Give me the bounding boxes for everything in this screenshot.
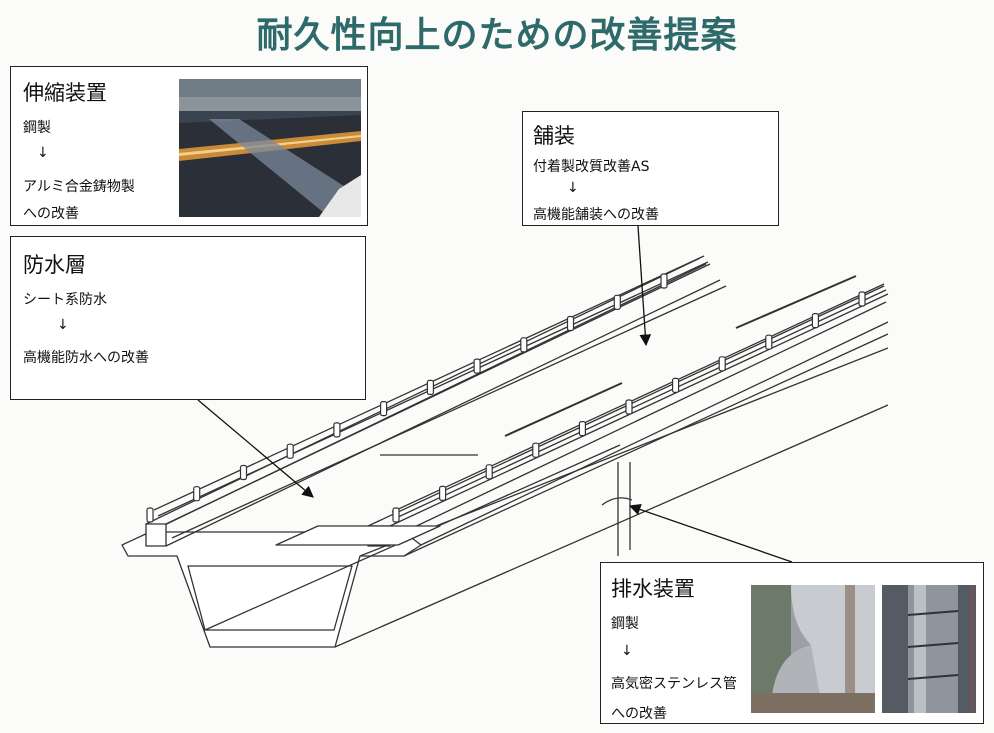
callout-arrow-line: ↓ <box>621 643 633 659</box>
callout-line: 高機能防水への改善 <box>23 350 149 366</box>
web-top-edge <box>359 347 889 557</box>
railing-post <box>239 464 248 481</box>
drain-pipe-bend <box>601 497 633 506</box>
railing-post <box>765 334 773 350</box>
expansion-joint-plate <box>275 525 441 546</box>
railing-post <box>671 377 680 393</box>
pavement-arrow <box>637 225 652 347</box>
deck-underside-edge <box>403 333 889 557</box>
railing-post <box>380 401 388 417</box>
railing-posts <box>146 273 866 523</box>
callout-heading: 舗装 <box>533 124 575 148</box>
railing-post <box>146 507 154 523</box>
callout-heading: 排水装置 <box>611 577 695 601</box>
railing-post <box>426 379 434 395</box>
callout-line: 付着製改質改善AS <box>533 159 650 175</box>
callout-line: への改善 <box>611 706 667 722</box>
callout-arrow-line: ↓ <box>567 180 579 196</box>
railing-post <box>625 399 633 415</box>
lane-marking-1 <box>504 382 623 437</box>
callout-line: 高機能舗装への改善 <box>533 207 659 223</box>
callout-line: 鋼製 <box>23 120 51 136</box>
bridge-structure <box>121 255 889 648</box>
railing-post <box>578 421 587 437</box>
web-bottom-edge <box>334 404 889 648</box>
callout-line: 高気密ステンレス管 <box>611 676 737 692</box>
drainage-arrow <box>628 503 793 563</box>
left-barrier-base <box>145 257 701 525</box>
railing-post <box>392 507 400 523</box>
railing-post <box>485 464 493 480</box>
callout-expansion-joint: 伸縮装置 鋼製 ↓ アルミ合金鋳物製 への改善 <box>10 66 368 226</box>
railing-post <box>473 358 481 374</box>
mid-rail-top <box>391 283 885 513</box>
callout-line: への改善 <box>23 206 79 222</box>
railing-post <box>520 337 528 353</box>
callout-arrow-line: ↓ <box>37 145 49 161</box>
lane-marking-2 <box>735 275 857 329</box>
railing-post <box>613 294 621 310</box>
callout-drainage: 排水装置 鋼製 ↓ 高気密ステンレス管 への改善 <box>600 562 984 724</box>
railing-post <box>532 442 540 458</box>
mid-rail-bottom <box>395 289 887 519</box>
railing-post <box>286 443 294 459</box>
railing-post <box>718 356 726 372</box>
railing-post <box>193 486 201 502</box>
deck-top-right-edge <box>403 301 887 533</box>
railing-post <box>811 313 820 329</box>
deck-side-edge <box>420 321 889 546</box>
callout-heading: 伸縮装置 <box>23 81 107 105</box>
railing-post <box>439 485 447 501</box>
waterproof-arrow <box>197 399 314 498</box>
left-parapet-block <box>145 523 167 547</box>
expansion-joint-photo <box>179 79 361 217</box>
drainage-photo-2 <box>882 585 976 713</box>
railing-post <box>858 291 866 307</box>
drainage-photo-1 <box>751 585 875 713</box>
callout-pavement: 舗装 付着製改質改善AS ↓ 高機能舗装への改善 <box>522 111 779 226</box>
callout-line: 鋼製 <box>611 616 639 632</box>
left-curb-line <box>165 279 721 547</box>
callout-arrow-line: ↓ <box>57 317 69 333</box>
railing-post <box>333 422 341 438</box>
box-girder-void <box>187 565 353 631</box>
callout-waterproof-layer: 防水層 シート系防水 ↓ 高機能防水への改善 <box>10 236 366 400</box>
callout-line: アルミ合金鋳物製 <box>23 179 135 195</box>
railing-post <box>566 315 575 332</box>
callout-line: シート系防水 <box>23 292 107 308</box>
left-curb-line-2 <box>171 285 727 539</box>
mid-barrier-inner <box>389 293 889 527</box>
leader-arrows <box>197 225 793 563</box>
callout-heading: 防水層 <box>23 253 86 277</box>
railing-post <box>660 273 668 289</box>
page-title: 耐久性向上のための改善提案 <box>256 15 738 56</box>
